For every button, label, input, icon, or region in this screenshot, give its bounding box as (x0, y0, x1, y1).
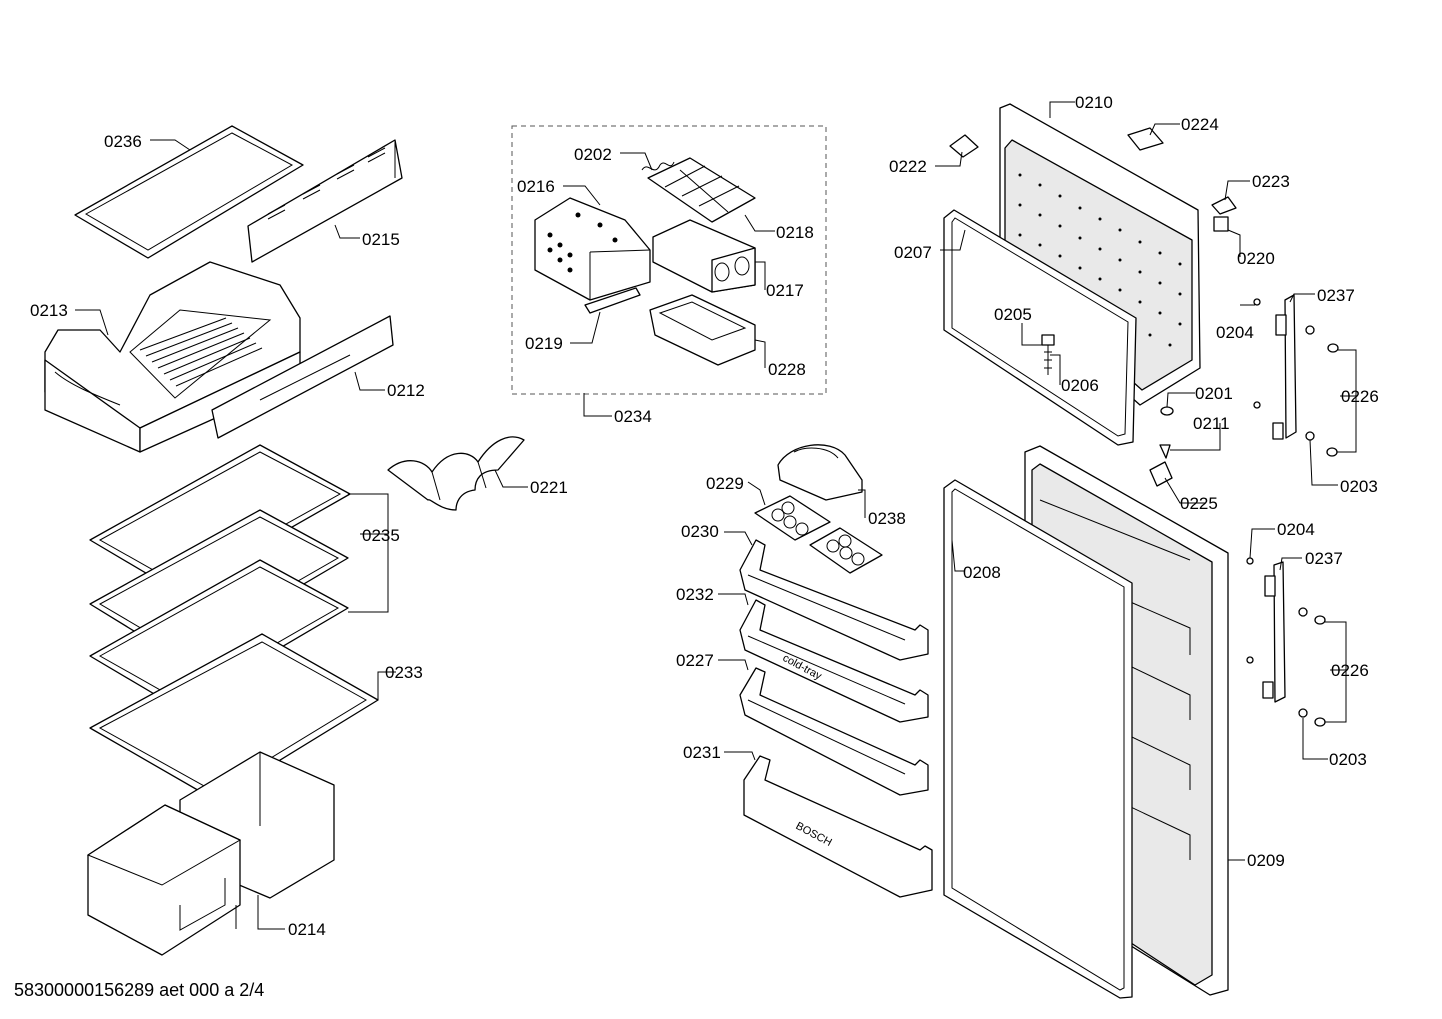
part-0223-cap (1211, 196, 1237, 215)
callout-0231: 0231 (683, 743, 721, 762)
callout-0218: 0218 (776, 223, 814, 242)
callout-0210: 0210 (1075, 93, 1113, 112)
callout-labels: 0236 0215 0213 0212 0202 0216 0218 0217 … (30, 93, 1379, 939)
callout-0236: 0236 (104, 132, 142, 151)
part-0214-bins (86, 751, 335, 956)
callout-0202: 0202 (574, 145, 612, 164)
callout-0201: 0201 (1195, 384, 1233, 403)
callout-0205: 0205 (994, 305, 1032, 324)
leader-lines (75, 101, 1357, 930)
part-0235-shelves (89, 444, 351, 709)
callout-0220: 0220 (1237, 249, 1275, 268)
part-0219-strip (584, 287, 641, 314)
part-0230-door-bin (739, 539, 929, 661)
callout-0223: 0223 (1252, 172, 1290, 191)
callout-0214: 0214 (288, 920, 326, 939)
part-0212-front-strip (211, 315, 394, 439)
callout-0233: 0233 (385, 663, 423, 682)
callout-0225: 0225 (1180, 494, 1218, 513)
callout-0232: 0232 (676, 585, 714, 604)
callout-0222: 0222 (889, 157, 927, 176)
callout-0207: 0207 (894, 243, 932, 262)
part-0216-ice-compartment (534, 197, 651, 301)
part-0227-door-bin (739, 667, 929, 796)
callout-0216: 0216 (517, 177, 555, 196)
part-0231-door-bin: BOSCH (743, 755, 933, 898)
part-0229-egg-tray (754, 495, 883, 574)
callout-0229: 0229 (706, 474, 744, 493)
callout-0230: 0230 (681, 522, 719, 541)
part-0220-block (1213, 216, 1229, 232)
part-0226-cap-lower (1314, 615, 1326, 727)
part-0228-container (649, 294, 756, 366)
part-0211-screw (1159, 444, 1171, 459)
callout-0226-upper: 0226 (1341, 387, 1379, 406)
callout-0228: 0228 (768, 360, 806, 379)
door-liner-dots (1018, 173, 1182, 347)
part-0222-cap (949, 134, 979, 158)
part-0208-fridge-gasket (943, 479, 1133, 999)
callout-0204-upper: 0204 (1216, 323, 1254, 342)
callout-0224: 0224 (1181, 115, 1219, 134)
callout-0217: 0217 (766, 281, 804, 300)
callout-0226-lower: 0226 (1331, 661, 1369, 680)
callout-0237-upper: 0237 (1317, 286, 1355, 305)
part-0237-handle-lower (1262, 561, 1286, 703)
callout-0237-lower: 0237 (1305, 549, 1343, 568)
callout-0203-lower: 0203 (1329, 750, 1367, 769)
callout-0206: 0206 (1061, 376, 1099, 395)
callout-0219: 0219 (525, 334, 563, 353)
callout-0212: 0212 (387, 381, 425, 400)
part-0201-plug (1160, 406, 1174, 416)
part-0226-cap-upper (1326, 343, 1339, 457)
callout-0235: 0235 (362, 526, 400, 545)
callout-0238: 0238 (868, 509, 906, 528)
callout-0234: 0234 (614, 407, 652, 426)
part-0204-rivet-lower (1246, 557, 1254, 664)
part-0225-hinge (1149, 461, 1173, 487)
callout-0215: 0215 (362, 230, 400, 249)
part-0237-handle-upper (1272, 294, 1297, 440)
part-0203-screw-upper (1305, 325, 1315, 441)
part-0224-label (1127, 127, 1164, 151)
ice-module-group-box (511, 125, 827, 395)
part-0215-vent-panel (247, 139, 403, 263)
part-0202-spring (641, 161, 675, 171)
part-0213-drawer-tray (44, 261, 301, 453)
part-0204-rivet-upper (1253, 298, 1261, 409)
part-0203-screw-lower (1298, 607, 1308, 718)
part-0218-ice-tray (647, 157, 756, 223)
callout-0209: 0209 (1247, 851, 1285, 870)
part-0221-bottle-rack (387, 436, 525, 511)
part-0207-door-gasket (943, 209, 1137, 446)
callout-0204-lower: 0204 (1277, 520, 1315, 539)
part-0206-screw (1044, 345, 1052, 375)
part-0205-pin (1041, 334, 1055, 346)
callout-0203-upper: 0203 (1340, 477, 1378, 496)
callout-0211: 0211 (1193, 414, 1230, 433)
callout-0221: 0221 (530, 478, 568, 497)
part-0236-shelf (74, 125, 304, 259)
part-0238-butter-box (777, 444, 863, 501)
part-0217-ice-bin (652, 219, 756, 293)
callout-0227: 0227 (676, 651, 714, 670)
callout-0213: 0213 (30, 301, 68, 320)
document-id: 58300000156289 aet 000 a 2/4 (14, 980, 265, 1000)
callout-0208: 0208 (963, 563, 1001, 582)
